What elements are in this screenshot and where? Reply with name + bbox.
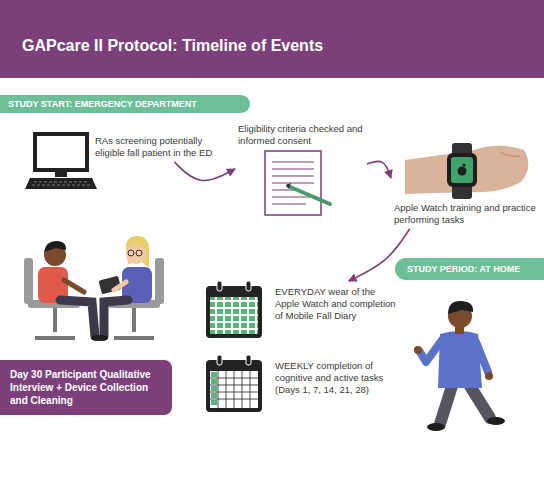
daily-calendar-icon	[206, 281, 262, 338]
step-text: EVERYDAY wear of the Apple Watch and com…	[203, 282, 400, 340]
weekly-calendar-icon	[206, 355, 262, 412]
step-text: WEEKLY completion of cognitive and activ…	[203, 356, 400, 414]
apple-watch-icon	[405, 143, 528, 199]
flow-arrow	[367, 161, 391, 178]
step-text: Eligibility criteria checked and informe…	[236, 121, 366, 217]
node-text: Apple Watch training and practice perfor…	[394, 202, 538, 226]
walking-person-illustration	[414, 301, 505, 431]
phase-band: STUDY START: EMERGENCY DEPARTMENT	[0, 95, 250, 113]
diagram-title: GAPcare II Protocol: Timeline of Events	[22, 37, 323, 55]
header-band	[0, 0, 544, 78]
node-text: STUDY PERIOD: AT HOME	[407, 264, 520, 274]
node-text: STUDY START: EMERGENCY DEPARTMENT	[8, 99, 197, 109]
node-text: RAs screening potentially eligible fall …	[95, 135, 216, 159]
step-text: RAs screening potentially eligible fall …	[93, 133, 218, 161]
node-text: WEEKLY completion of cognitive and activ…	[275, 360, 398, 396]
node-text: EVERYDAY wear of the Apple Watch and com…	[275, 286, 398, 322]
interview-people-illustration	[24, 236, 164, 341]
flow-arrow	[174, 162, 235, 181]
consent-document-icon	[265, 151, 330, 215]
phase-band: STUDY PERIOD: AT HOME	[395, 258, 544, 280]
milestone-box: Day 30 Participant Qualitative Interview…	[0, 360, 172, 415]
node-text: Eligibility criteria checked and informe…	[238, 123, 364, 147]
node-text: Day 30 Participant Qualitative Interview…	[10, 368, 162, 407]
step-text: Apple Watch training and practice perfor…	[392, 142, 540, 228]
computer-icon	[25, 134, 97, 189]
